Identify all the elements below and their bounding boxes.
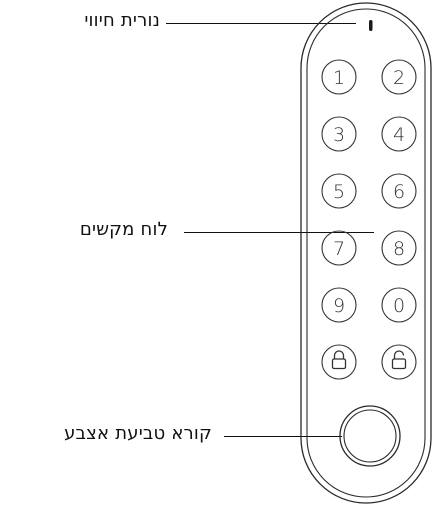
key-6 xyxy=(381,173,417,209)
key-8-label: 8 xyxy=(393,238,405,260)
fingerprint-reader xyxy=(339,405,401,467)
fingerprint-reader-label: קורא טביעת אצבע xyxy=(64,423,212,444)
keypad-leader xyxy=(184,232,374,233)
key-4-label: 4 xyxy=(393,124,405,146)
indicator-light xyxy=(369,20,373,31)
key-unlock xyxy=(381,344,417,380)
key-5-label: 5 xyxy=(333,181,345,203)
key-9-label: 9 xyxy=(333,295,345,317)
key-2 xyxy=(381,59,417,95)
device-body-inner xyxy=(306,8,426,498)
key-7-label: 7 xyxy=(333,238,345,260)
key-6-label: 6 xyxy=(393,181,405,203)
key-7 xyxy=(321,230,357,266)
key-1-label: 1 xyxy=(333,67,345,89)
key-0 xyxy=(381,287,417,323)
key-0-label: 0 xyxy=(393,295,405,317)
indicator-light-label: נורית חיווי xyxy=(84,10,160,31)
key-3 xyxy=(321,116,357,152)
key-5 xyxy=(321,173,357,209)
device-body-outer xyxy=(300,2,432,504)
key-lock xyxy=(321,344,357,380)
key-4 xyxy=(381,116,417,152)
keypad-label: לוח מקשים xyxy=(79,219,168,240)
key-9 xyxy=(321,287,357,323)
key-8 xyxy=(381,230,417,266)
key-3-label: 3 xyxy=(333,124,345,146)
lock-icon xyxy=(331,350,347,370)
indicator-light-leader xyxy=(166,23,356,24)
fingerprint-reader-leader xyxy=(224,436,342,437)
key-1 xyxy=(321,59,357,95)
key-2-label: 2 xyxy=(393,67,405,89)
unlock-icon xyxy=(391,350,407,370)
